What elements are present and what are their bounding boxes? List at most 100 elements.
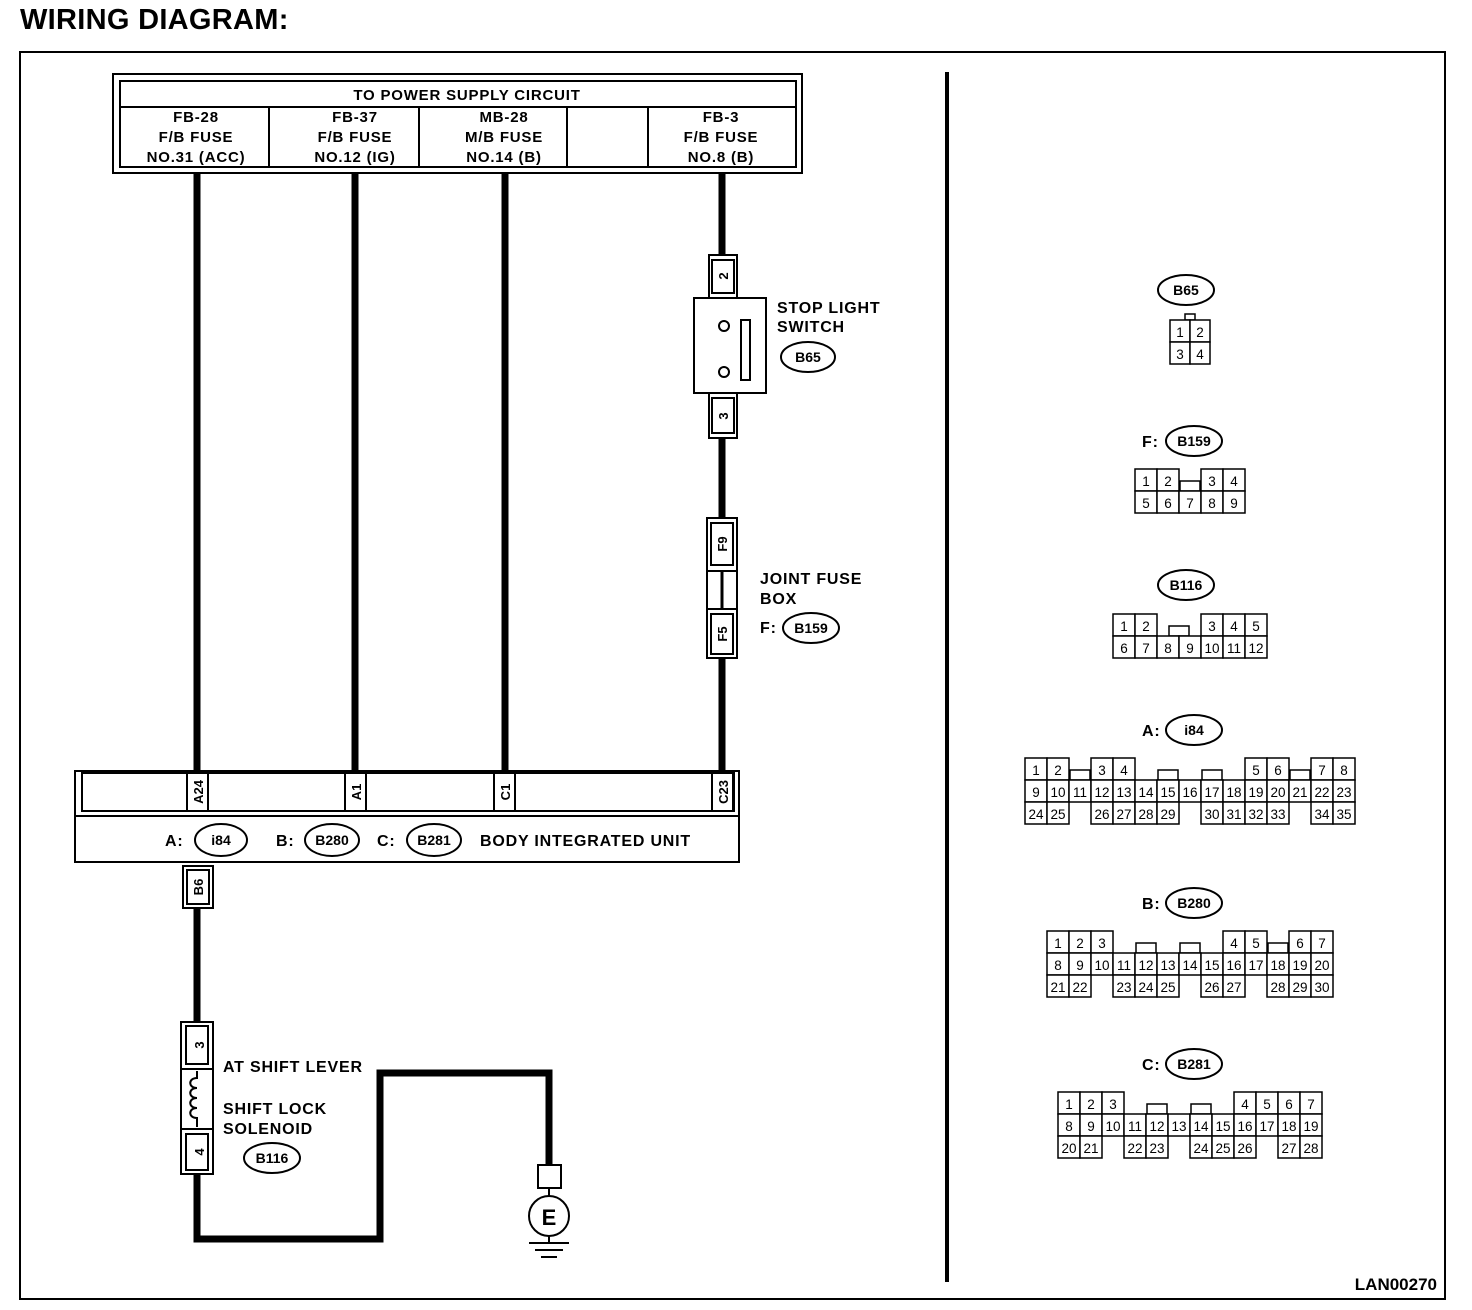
connector-pin-number: 1 — [1120, 619, 1128, 634]
fuse-label: FB-3 — [703, 109, 740, 126]
connector-pin-cell — [1310, 974, 1334, 998]
connector-pin-number: 8 — [1065, 1119, 1073, 1134]
connector-pin-number: 24 — [1138, 980, 1154, 995]
connector-pin-cell — [1068, 974, 1092, 998]
fuse-label: F/B FUSE — [159, 129, 234, 146]
page-title: WIRING DIAGRAM: — [20, 4, 289, 36]
stop-light-switch: 2 3 STOP LIGHT SWITCH B65 — [693, 254, 880, 439]
connector-tag: B159 — [1177, 433, 1211, 449]
connector-pin-number: 21 — [1292, 785, 1307, 800]
connector-tag: i84 — [1184, 722, 1204, 738]
connector-pin-number: 5 — [1252, 936, 1260, 951]
connector-tag: B116 — [1170, 577, 1203, 593]
connector-tag: B280 — [315, 832, 349, 848]
connector-pin-number: 27 — [1116, 807, 1131, 822]
connector-pin-number: 16 — [1182, 785, 1197, 800]
coil-icon — [189, 1071, 198, 1127]
connector-pin-number: 1 — [1065, 1097, 1073, 1112]
connector-prefix: C: — [377, 833, 395, 850]
connector-tag-outline — [1165, 714, 1223, 746]
connector-pin-number: 4 — [1230, 936, 1238, 951]
connector-pin-number: 24 — [1193, 1141, 1209, 1156]
connector-prefix: B: — [276, 833, 294, 850]
fuse-label: M/B FUSE — [465, 129, 543, 146]
pin-label: 3 — [192, 1041, 207, 1048]
connector-pin-number: 5 — [1142, 496, 1150, 511]
pin-label: F5 — [715, 626, 730, 641]
joint-fuse-label: BOX — [760, 591, 797, 608]
connector-pin-number: 2 — [1164, 474, 1172, 489]
connector-pin-number: 29 — [1160, 807, 1175, 822]
connector-pin-number: 34 — [1314, 807, 1330, 822]
fuse-label: F/B FUSE — [318, 129, 393, 146]
connector-pin-cell — [1222, 490, 1246, 514]
connector-pin-number: 13 — [1116, 785, 1131, 800]
connector-pin-cell — [1299, 1135, 1323, 1159]
connector-pin-number: 3 — [1208, 619, 1216, 634]
connector-tag: i84 — [211, 832, 231, 848]
lock-tab — [1289, 769, 1311, 781]
pin-label: B6 — [191, 879, 206, 896]
connector-pin-number: 21 — [1050, 980, 1065, 995]
connector-pin-number: 2 — [1054, 763, 1062, 778]
connector-tag-outline — [1165, 887, 1223, 919]
connector-pin-number: 6 — [1285, 1097, 1293, 1112]
connector-pin-number: 5 — [1252, 763, 1260, 778]
diagram-frame — [19, 51, 1446, 1300]
connector-pin-number: 7 — [1142, 641, 1150, 656]
shift-lock-label: SHIFT LOCK — [223, 1101, 327, 1118]
joint-fuse-label: JOINT FUSE — [760, 571, 862, 588]
connector-pin-number: 27 — [1226, 980, 1241, 995]
connector-prefix: A: — [165, 833, 183, 850]
connector-pin-number: 18 — [1281, 1119, 1296, 1134]
connector-pin-number: 8 — [1208, 496, 1216, 511]
connector-pin-number: 17 — [1259, 1119, 1274, 1134]
connector-pin-number: 21 — [1083, 1141, 1098, 1156]
connector-pin-cell — [1189, 341, 1211, 365]
connector-pin-number: 16 — [1237, 1119, 1252, 1134]
connector-pin-cell — [1266, 801, 1290, 825]
ground-label: E — [542, 1205, 557, 1230]
connector-pin-number: 2 — [1087, 1097, 1095, 1112]
connector-tag: B281 — [1177, 1056, 1211, 1072]
connector-tag: B65 — [1173, 282, 1199, 298]
power-supply-box: TO POWER SUPPLY CIRCUIT FB-28 F/B FUSE N… — [112, 73, 803, 174]
fuse-label: F/B FUSE — [684, 129, 759, 146]
connector-pin-number: 8 — [1340, 763, 1348, 778]
connector-pin-number: 3 — [1208, 474, 1216, 489]
connector-pin-number: 15 — [1215, 1119, 1230, 1134]
connector-pin-number: 30 — [1314, 980, 1329, 995]
connector-pin-cell — [1145, 1135, 1169, 1159]
connector-pin-number: 28 — [1138, 807, 1153, 822]
connector-pin-number: 27 — [1281, 1141, 1296, 1156]
connector-pin-number: 1 — [1054, 936, 1062, 951]
connector-tag: B65 — [795, 349, 821, 365]
connector-pin-number: 11 — [1227, 641, 1241, 656]
body-integrated-unit: A24 A1 C1 C23 A: i84 B: B280 C: B281 BOD… — [74, 770, 740, 909]
connector-pin-number: 14 — [1138, 785, 1154, 800]
connector-pin-number: 33 — [1270, 807, 1285, 822]
connector-pin-number: 4 — [1120, 763, 1128, 778]
wires — [193, 173, 726, 1243]
connector-tag: B281 — [417, 832, 451, 848]
lock-tab — [1201, 769, 1223, 781]
pin-label: C1 — [498, 784, 513, 801]
connector-pin-number: 12 — [1248, 641, 1263, 656]
connector-pin-number: 11 — [1073, 785, 1087, 800]
unit-name: BODY INTEGRATED UNIT — [480, 833, 691, 850]
connector-pin-number: 13 — [1171, 1119, 1186, 1134]
fuse-label: FB-37 — [332, 109, 378, 126]
pin-label: A24 — [191, 779, 206, 804]
connector-pin-number: 24 — [1028, 807, 1044, 822]
connector-pin-cell — [1332, 801, 1356, 825]
connector-pin-number: 28 — [1270, 980, 1285, 995]
ground-symbol: E — [528, 1164, 570, 1258]
connector-pin-number: 3 — [1098, 936, 1106, 951]
connector-pin-number: 14 — [1193, 1119, 1209, 1134]
connector-pin-number: 7 — [1186, 496, 1194, 511]
stop-light-label: SWITCH — [777, 319, 845, 336]
connector-tag-outline — [1157, 274, 1215, 306]
